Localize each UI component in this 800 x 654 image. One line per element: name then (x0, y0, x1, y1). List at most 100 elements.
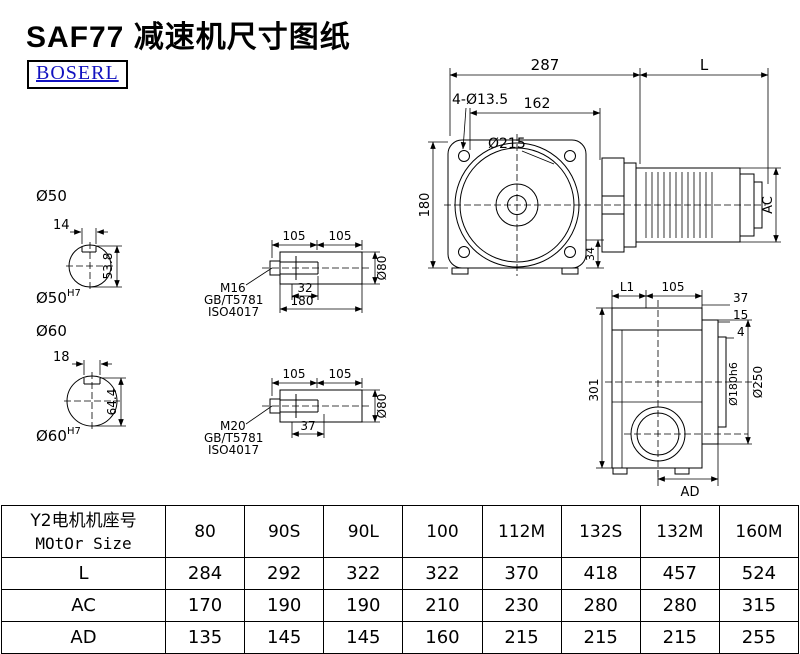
dim-250-label: Ø250 (751, 366, 765, 398)
foot (561, 267, 579, 275)
holes-label: 4-Ø13.5 (452, 92, 508, 108)
bolt2-std2-label: ISO4017 (208, 443, 259, 457)
table-cell: 322 (402, 557, 483, 590)
dim-AC-label: AC (761, 196, 776, 214)
row-label: AC (1, 589, 166, 622)
front-view: 287 L 4-Ø13.5 162 Ø215 (418, 56, 781, 276)
table-cell: 292 (244, 557, 325, 590)
dim-287-label: 287 (531, 56, 560, 74)
table-cell: 280 (560, 589, 641, 622)
table-cell: 370 (481, 557, 562, 590)
bolt2-dim-b: 105 (329, 367, 352, 381)
foot (612, 467, 628, 475)
dim-105-label: 105 (662, 280, 685, 294)
shaft2-height-label: 64.4 (105, 389, 119, 416)
motor-size-table: Y2电机机座号 MOtOr Size 80 90S 90L 100 112M 1… (1, 505, 800, 654)
hollow-shaft-bolt-m16: 105 105 Ø80 M16 GB/T5781 ISO4017 (204, 229, 389, 319)
table-row-AC: AC 170 190 190 210 230 280 280 315 (1, 589, 800, 622)
table-cell: 322 (323, 557, 404, 590)
col-header: 80 (164, 505, 246, 558)
dim-AD-label: AD (681, 485, 700, 500)
table-row-AD: AD 135 145 145 160 215 215 215 255 (1, 621, 800, 654)
shaft1-fit-label: Ø50 (36, 289, 67, 307)
table-cell: 160 (402, 621, 483, 654)
dim-15-label: 15 (733, 308, 748, 322)
dim-L1-label: L1 (620, 280, 634, 294)
bolt-hole (458, 246, 470, 258)
bolt1-dim-a: 105 (283, 229, 306, 243)
table-cell: 230 (481, 589, 562, 622)
dim-L-label: L (700, 56, 709, 74)
shaft2-keywidth-label: 18 (53, 350, 70, 365)
shaft1-dia-label: Ø50 (36, 187, 67, 205)
bolt1-threadlen-label: 32 (297, 281, 312, 295)
foot (674, 467, 690, 475)
shaft2-fit-label: Ø60 (36, 427, 67, 445)
side-housing (611, 307, 703, 469)
header-title-cell: Y2电机机座号 MOtOr Size (1, 505, 166, 558)
bolt1-total-label: 180 (291, 294, 314, 308)
bolt2-threadlen-label: 37 (300, 419, 315, 433)
table-cell: 190 (323, 589, 404, 622)
table-cell: 524 (718, 557, 800, 590)
dim-4-label: 4 (737, 325, 745, 339)
table-cell: 210 (402, 589, 483, 622)
table-cell: 280 (639, 589, 720, 622)
table-cell: 215 (560, 621, 641, 654)
side-view: L1 105 37 15 4 (587, 280, 765, 500)
bolt-hole (458, 150, 470, 162)
col-header: 160M (718, 505, 800, 558)
shaft2-fit-tol: H7 (67, 426, 81, 437)
dim-301-label: 301 (587, 379, 601, 402)
motor-fancover (753, 181, 763, 229)
bolt2-dia-label: Ø80 (375, 394, 389, 419)
table-cell: 457 (639, 557, 720, 590)
dim-162-label: 162 (524, 96, 551, 112)
bolt2-dim-a: 105 (283, 367, 306, 381)
row-label: L (1, 557, 166, 590)
col-header: 132S (560, 505, 641, 558)
bolt1-dia-label: Ø80 (375, 256, 389, 281)
dim-180-label: 180 (418, 193, 433, 218)
dim-180h6-label: Ø180h6 (727, 362, 740, 406)
col-header: 132M (639, 505, 720, 558)
dim-37-label: 37 (733, 291, 748, 305)
shaft1-height-label: 53.8 (101, 253, 115, 280)
table-cell: 255 (718, 621, 800, 654)
col-header: 90L (323, 505, 404, 558)
bolt1-dim-b: 105 (329, 229, 352, 243)
table-cell: 315 (718, 589, 800, 622)
shaft-section-50: Ø50 14 53.8 Ø50 H7 (36, 187, 122, 307)
table-cell: 215 (639, 621, 720, 654)
bolt-hole (564, 246, 576, 258)
table-cell: 190 (244, 589, 325, 622)
foot (451, 267, 469, 275)
table-row-L: L 284 292 322 322 370 418 457 524 (1, 557, 800, 590)
hollow-shaft-bolt-m20: 105 105 Ø80 M20 GB/T5781 ISO4017 (204, 367, 389, 457)
page-title: SAF77 减速机尺寸图纸 (26, 21, 351, 54)
col-header: 90S (244, 505, 325, 558)
shaft2-dia-label: Ø60 (36, 322, 67, 340)
row-label: AD (1, 621, 166, 654)
table-cell: 135 (164, 621, 246, 654)
table-cell: 418 (560, 557, 641, 590)
bolt-hole (564, 150, 576, 162)
dim-34-label: 34 (584, 247, 597, 261)
brand-logo-text: BOSERL (36, 62, 119, 84)
shaft-section-60: Ø60 18 64.4 Ø60 H7 (36, 322, 126, 445)
brand-logo: BOSERL (27, 60, 128, 89)
bolt1-thread-label: M16 (220, 281, 246, 295)
bolt1-std1-label: GB/T5781 (204, 293, 263, 307)
table-cell: 215 (481, 621, 562, 654)
header-title-cn: Y2电机机座号 (30, 510, 137, 531)
header-title-en: MOtOr Size (35, 533, 132, 553)
table-cell: 145 (323, 621, 404, 654)
shaft1-fit-tol: H7 (67, 288, 81, 299)
technical-drawing: Ø50 14 53.8 Ø50 H7 Ø6 (36, 56, 781, 500)
table-cell: 284 (164, 557, 246, 590)
bolt2-thread-label: M20 (220, 419, 246, 433)
bolt1-std2-label: ISO4017 (208, 305, 259, 319)
output-flange-pilot (717, 336, 727, 428)
col-header: 112M (481, 505, 562, 558)
bolt2-head (269, 398, 281, 414)
